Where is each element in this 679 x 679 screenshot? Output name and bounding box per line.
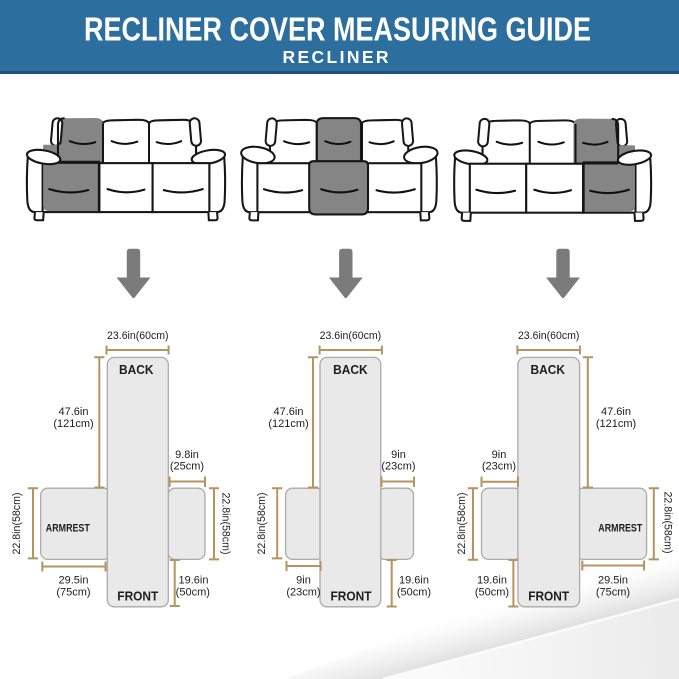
svg-text:ARMREST: ARMREST — [46, 522, 90, 534]
svg-text:29.5in: 29.5in — [59, 574, 89, 586]
svg-text:FRONT: FRONT — [331, 588, 372, 603]
svg-text:FRONT: FRONT — [117, 588, 158, 603]
svg-text:47.6in: 47.6in — [59, 406, 89, 418]
svg-text:(50cm): (50cm) — [176, 586, 210, 598]
svg-text:(75cm): (75cm) — [56, 586, 90, 598]
svg-text:22.8in(58cm): 22.8in(58cm) — [456, 493, 468, 555]
svg-text:9in: 9in — [296, 574, 311, 586]
svg-text:RECLINER COVER MEASURING GUIDE: RECLINER COVER MEASURING GUIDE — [84, 10, 591, 47]
svg-text:19.6in: 19.6in — [399, 574, 429, 586]
svg-text:9.8in: 9.8in — [175, 449, 199, 461]
svg-text:22.8in(58cm): 22.8in(58cm) — [256, 493, 268, 555]
svg-text:BACK: BACK — [333, 362, 368, 377]
svg-text:9in: 9in — [391, 449, 406, 461]
svg-text:RECLINER: RECLINER — [283, 47, 389, 67]
svg-text:22.8in(58cm): 22.8in(58cm) — [11, 493, 23, 555]
svg-text:23.6in(60cm): 23.6in(60cm) — [518, 330, 580, 342]
svg-text:22.8in(58cm): 22.8in(58cm) — [220, 493, 232, 555]
svg-text:47.6in: 47.6in — [601, 406, 631, 418]
svg-text:(121cm): (121cm) — [596, 418, 636, 430]
svg-text:(50cm): (50cm) — [397, 586, 431, 598]
svg-text:23.6in(60cm): 23.6in(60cm) — [107, 330, 169, 342]
svg-text:BACK: BACK — [119, 362, 154, 377]
svg-text:(50cm): (50cm) — [475, 586, 509, 598]
svg-text:(23cm): (23cm) — [381, 461, 415, 473]
svg-text:(75cm): (75cm) — [596, 586, 630, 598]
svg-text:BACK: BACK — [531, 362, 566, 377]
svg-text:ARMREST: ARMREST — [598, 522, 642, 534]
svg-text:(121cm): (121cm) — [53, 418, 93, 430]
svg-text:(23cm): (23cm) — [482, 461, 516, 473]
svg-text:19.6in: 19.6in — [477, 574, 507, 586]
svg-text:29.5in: 29.5in — [598, 574, 628, 586]
svg-text:(121cm): (121cm) — [268, 418, 308, 430]
svg-text:(23cm): (23cm) — [286, 586, 320, 598]
svg-text:FRONT: FRONT — [528, 588, 569, 603]
svg-text:9in: 9in — [492, 449, 507, 461]
svg-text:(25cm): (25cm) — [170, 461, 204, 473]
svg-text:23.6in(60cm): 23.6in(60cm) — [320, 330, 382, 342]
svg-text:19.6in: 19.6in — [179, 574, 209, 586]
svg-text:22.8in(58cm): 22.8in(58cm) — [662, 492, 674, 554]
svg-text:47.6in: 47.6in — [274, 406, 304, 418]
